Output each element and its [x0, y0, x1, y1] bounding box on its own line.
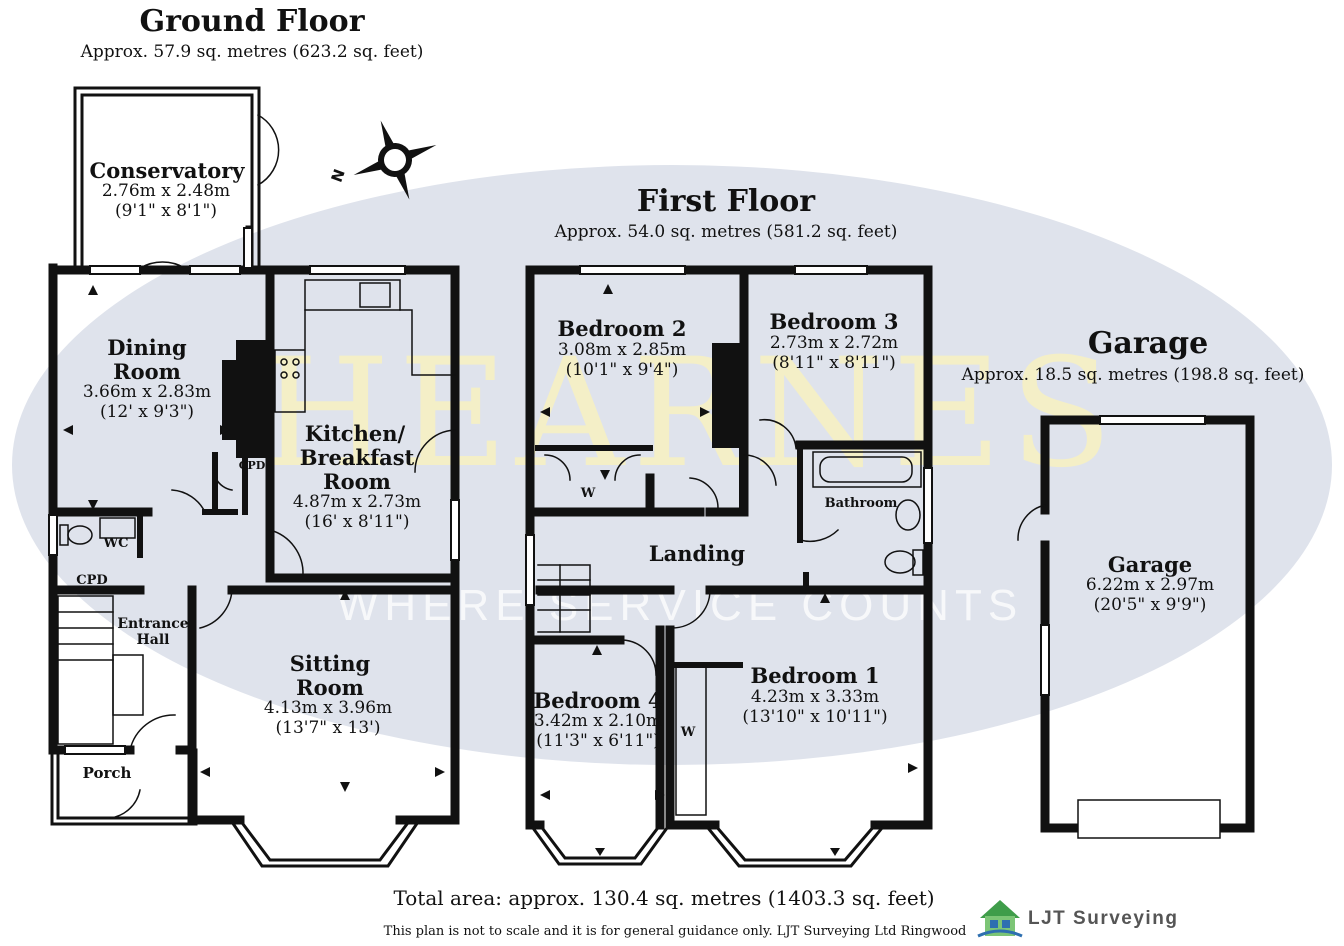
- bedroom-1-imperial: (13'10" x 10'11"): [742, 707, 888, 727]
- cpd-hall-label: CPD: [76, 573, 108, 588]
- bedroom-2-metric: 3.08m x 2.85m: [557, 340, 687, 360]
- watermark: HEARNES WHERE SERVICE COUNTS: [12, 165, 1332, 765]
- garage-room-metric: 6.22m x 2.97m: [1085, 575, 1215, 595]
- bedroom-1-label: Bedroom 1: [750, 663, 880, 688]
- bedroom-3-label: Bedroom 3: [769, 309, 899, 334]
- chimney-breast: [236, 340, 266, 458]
- entrance-hall-label-2: Hall: [136, 632, 170, 648]
- kitchen-imperial: (16' x 8'11"): [304, 512, 410, 532]
- kitchen-metric: 4.87m x 2.73m: [292, 492, 422, 512]
- kitchen-label-1: Kitchen/: [304, 421, 406, 446]
- ground-stairs: [57, 595, 144, 745]
- direction-markers: [63, 284, 918, 856]
- garage-room-label: Garage: [1107, 552, 1193, 577]
- watermark-ellipse: [12, 165, 1332, 765]
- dining-room-imperial: (12' x 9'3"): [99, 402, 195, 422]
- sitting-room-label-2: Room: [296, 675, 364, 700]
- bedroom-1-wardrobe-label: W: [680, 725, 696, 740]
- kitchen-units: [274, 279, 456, 413]
- garage-area: Approx. 18.5 sq. metres (198.8 sq. feet): [961, 365, 1305, 385]
- bedroom-2-wardrobe-label: W: [580, 486, 596, 501]
- dining-room-label-1: Dining: [107, 335, 187, 360]
- ground-floor-area: Approx. 57.9 sq. metres (623.2 sq. feet): [80, 42, 424, 62]
- disclaimer: This plan is not to scale and it is for …: [383, 924, 967, 939]
- ljt-brand-name: LJT Surveying: [1028, 908, 1179, 929]
- compass-icon: [353, 120, 437, 200]
- bedroom-4-label: Bedroom 4: [533, 688, 663, 713]
- bedroom-4-imperial: (11'3" x 6'11"): [536, 731, 660, 751]
- conservatory-label: Conservatory: [89, 158, 245, 183]
- conservatory-metric: 2.76m x 2.48m: [101, 181, 231, 201]
- sitting-room-imperial: (13'7" x 13'): [275, 718, 381, 738]
- dining-room-metric: 3.66m x 2.83m: [82, 382, 212, 402]
- entrance-hall-label-1: Entrance: [117, 616, 189, 632]
- house-logo-icon: [977, 900, 1023, 938]
- bedroom-2-label: Bedroom 2: [557, 316, 687, 341]
- porch-walls: [50, 748, 198, 826]
- bedroom-1-metric: 4.23m x 3.33m: [750, 687, 880, 707]
- first-floor-walls: [525, 265, 933, 830]
- ground-floor-walls: [48, 263, 460, 825]
- bedroom-3-imperial: (8'11" x 8'11"): [772, 353, 896, 373]
- ground-floor-title: Ground Floor: [139, 4, 365, 39]
- porch-label: Porch: [82, 764, 132, 782]
- ljt-logo: [976, 896, 1024, 940]
- bedroom-4-metric: 3.42m x 2.10m: [533, 711, 663, 731]
- garage-title: Garage: [1087, 326, 1209, 361]
- sitting-room-bay: [229, 817, 421, 868]
- garage-room-imperial: (20'5" x 9'9"): [1093, 595, 1207, 615]
- sitting-room-metric: 4.13m x 3.96m: [263, 698, 393, 718]
- kitchen-label-3: Room: [323, 469, 391, 494]
- dining-room-label-2: Room: [113, 359, 181, 384]
- bathroom-label: Bathroom: [824, 496, 898, 511]
- wc-label: WC: [103, 536, 129, 551]
- sitting-room-label-1: Sitting: [289, 651, 371, 676]
- garage-walls: [1040, 415, 1255, 833]
- first-floor-title: First Floor: [636, 184, 816, 219]
- kitchen-label-2: Breakfast: [299, 445, 415, 470]
- bedroom-3-metric: 2.73m x 2.72m: [769, 333, 899, 353]
- total-area: Total area: approx. 130.4 sq. metres (14…: [393, 886, 935, 910]
- cpd-kitchen-label: CPD: [238, 459, 266, 472]
- landing-label: Landing: [648, 541, 746, 566]
- conservatory-imperial: (9'1" x 8'1"): [115, 201, 217, 221]
- watermark-brand: HEARNES: [259, 327, 1120, 501]
- first-floor-area: Approx. 54.0 sq. metres (581.2 sq. feet): [554, 222, 898, 242]
- bedroom-2-imperial: (10'1" x 9'4"): [565, 360, 679, 380]
